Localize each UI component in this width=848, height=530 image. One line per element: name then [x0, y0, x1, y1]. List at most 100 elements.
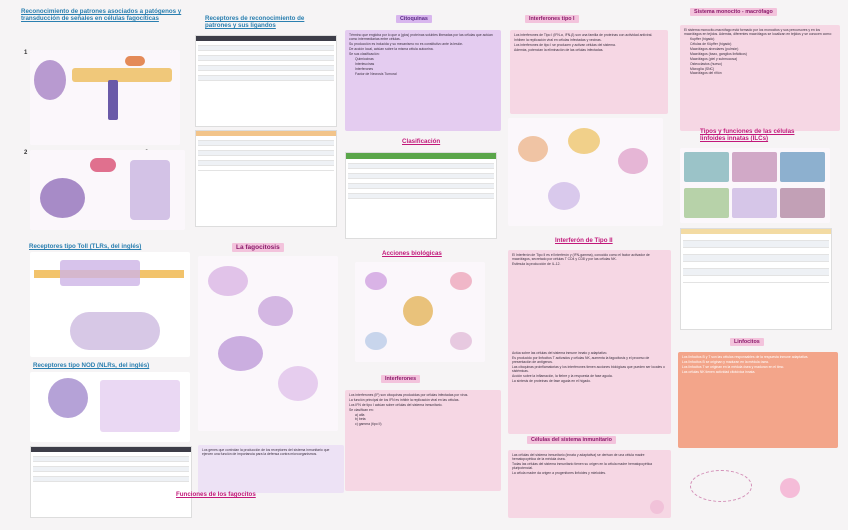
- target-cell-image: [365, 272, 387, 290]
- macrophage-cell-image: [548, 182, 580, 210]
- table-row: [198, 151, 334, 156]
- pathogen-image: [90, 158, 116, 172]
- table-row: [198, 166, 334, 171]
- receptores-title: Receptores de reconocimiento de patrones…: [205, 15, 305, 29]
- table-row: [348, 169, 494, 174]
- clasificacion-table: [345, 152, 497, 239]
- ifn1-text: Los interferones de Tipo I (IFN-α, IFN-β…: [514, 33, 653, 37]
- number-2: 2: [24, 150, 28, 156]
- funciones-title: Funciones de los fagocitos: [176, 491, 256, 498]
- table-row: [683, 262, 829, 269]
- phagocyte-engulf-image: [208, 266, 248, 296]
- table-row: [348, 179, 494, 184]
- center-cell-image: [403, 296, 433, 326]
- table-row: [33, 477, 189, 482]
- table-row: [198, 161, 334, 166]
- sistema-item: Macrófagos del riñón: [690, 71, 722, 76]
- nod-pathway: [100, 380, 180, 432]
- table-row: [683, 269, 829, 276]
- acciones-card: Actúa sobre las células del sistema inmu…: [508, 348, 671, 434]
- citoquinas-text-1: Término que engloba por lo que a (glos) …: [349, 33, 493, 42]
- interferones-title: Interferones: [381, 375, 421, 383]
- citoquinas-item: Quimiocinas: [355, 56, 374, 61]
- nod-signaling-diagram: [30, 372, 190, 442]
- micrograph-image: [780, 152, 825, 182]
- sistema-card: El sistema monocito-macrófago está forma…: [680, 25, 840, 131]
- ifn2-text: Estimula la producción de IL-12.: [512, 262, 561, 267]
- celulas-title: Células del sistema inmunitario: [527, 436, 616, 444]
- acciones-text: Acción sobre la inflamación, la fiebre y…: [512, 374, 613, 379]
- interferones-item: b) beta: [355, 417, 366, 422]
- signal-arrows: [130, 160, 170, 220]
- clasificacion-title: Clasificación: [402, 138, 441, 145]
- interferones-text: Los interferones (IF) son citoquinas pro…: [349, 393, 469, 397]
- acciones-title: Acciones biológicas: [382, 250, 442, 257]
- interferones-item: a) alfa: [355, 412, 365, 417]
- table-row: [198, 71, 334, 76]
- table-row: [348, 159, 494, 164]
- macrophage-image: [40, 178, 85, 218]
- bacteria-image: [125, 56, 145, 66]
- table-row: [198, 51, 334, 56]
- ifn1-text: Los interferones de tipo I se producen y…: [514, 42, 616, 47]
- table-row: [198, 46, 334, 51]
- sistema-item: Macrófagos (piel y submucosa): [690, 56, 738, 61]
- citoquinas-card: Término que engloba por lo que a (glos) …: [345, 30, 501, 131]
- celulas-card: Las células del sistema inmunitario (inn…: [508, 450, 671, 518]
- nod-table: [30, 446, 192, 518]
- ilc-micrographs: [680, 148, 830, 223]
- ifn1-card: Los interferones de Tipo I (IFN-α, IFN-β…: [510, 30, 668, 114]
- decorative-doodle: [690, 470, 752, 502]
- linfocitos-text: Los linfocitos T se originan en la médul…: [682, 364, 785, 369]
- interferones-text: Los IFN de tipo I actúan sobre células d…: [349, 402, 443, 407]
- table-row: [198, 41, 334, 46]
- table-row: [198, 156, 334, 161]
- table-row: [33, 467, 189, 472]
- interferones-card: Los interferones (IF) son citoquinas pro…: [345, 390, 501, 491]
- neighbor-cell-image: [568, 128, 600, 154]
- phagocyte-cell-image: [34, 60, 66, 100]
- sistema-text: El sistema monocito-macrófago está forma…: [684, 28, 832, 37]
- linfocitos-text: Los linfocitos B y T son las células res…: [682, 355, 809, 359]
- sistema-item: Macrófagos alveolares (pulmón): [690, 46, 739, 51]
- receptores-table: [195, 35, 337, 127]
- fagocitosis-diagram: [198, 256, 338, 431]
- sistema-item: Microglía (SNC): [690, 66, 715, 71]
- table-row: [33, 472, 189, 477]
- micrograph-image: [732, 152, 777, 182]
- ifn2-card: El Interferón de Tipo II es el Interferó…: [508, 250, 671, 351]
- acciones-diagram: [355, 262, 485, 362]
- acciones-text: La síntesis de proteínas de fase aguda e…: [512, 379, 591, 384]
- table-row: [33, 452, 189, 457]
- nod-title: Receptores tipo NOD (NLRs, del inglés): [33, 362, 150, 369]
- interferones-text: Se clasifican en:: [349, 407, 374, 412]
- linfocitos-title: Linfocitos: [730, 338, 764, 346]
- table-header: [31, 447, 191, 452]
- ifn2-text: Es producido por linfocitos T activados …: [512, 355, 650, 365]
- pathogen-recognition-diagram: [30, 50, 180, 145]
- table-row: [683, 255, 829, 262]
- ifn2-title: Interferón de Tipo II: [555, 237, 613, 244]
- table-row: [198, 76, 334, 81]
- citoquinas-text-4: Se sus clasificación:: [349, 51, 380, 56]
- table-row: [683, 234, 829, 241]
- interferones-item: c) gamma (tipo II): [355, 422, 382, 427]
- phagolysosome-image: [278, 366, 318, 401]
- sistema-item: Osteoclastos (hueso): [690, 61, 723, 66]
- lysosome-image: [218, 336, 263, 371]
- table-row: [33, 457, 189, 462]
- ifn2-text: El Interferón de Tipo II es el Interferó…: [512, 253, 650, 262]
- micrograph-image: [684, 188, 729, 218]
- citoquinas-text-3: De acción local, actúan sobre la misma c…: [349, 47, 434, 52]
- sistema-item: Kupffer (hígado): [690, 37, 715, 42]
- table-row: [348, 189, 494, 194]
- table-header: [196, 131, 336, 136]
- table-row: [348, 174, 494, 179]
- sistema-item: Macrófagos (bazo, ganglios linfáticos): [690, 51, 747, 56]
- table-row: [683, 276, 829, 283]
- ifn1-title: Interferones tipo I: [525, 15, 579, 23]
- tlr-signaling-diagram: [30, 252, 190, 357]
- citoquinas-text-2: Su producción es inducida y su mecanismo…: [349, 42, 464, 47]
- recon-title: Reconocimiento de patrones asociados a p…: [21, 8, 182, 22]
- citoquinas-title: Citoquinas: [396, 15, 432, 23]
